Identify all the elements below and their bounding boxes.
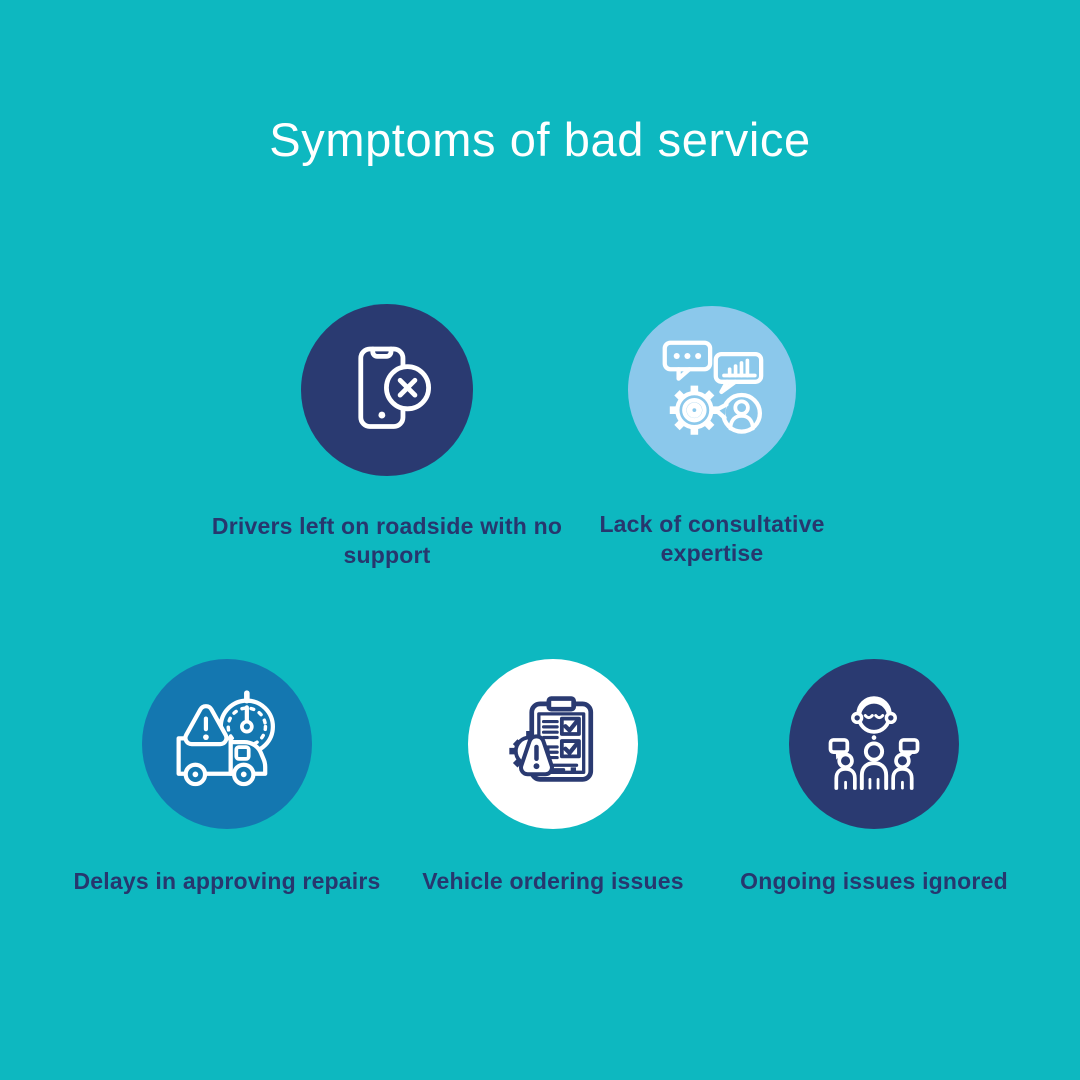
symptom-label: Vehicle ordering issues xyxy=(422,868,684,894)
icon-circle xyxy=(789,659,959,829)
symptom-item-issues-ignored: Ongoing issues ignored xyxy=(694,659,1054,896)
repair-delay-truck-icon xyxy=(176,690,275,787)
icon-circle xyxy=(628,306,796,474)
symptom-label: Ongoing issues ignored xyxy=(740,868,1008,894)
symptom-item-no-support: Drivers left on roadside with no support xyxy=(202,304,572,571)
vehicle-ordering-issues-icon xyxy=(509,696,594,782)
icon-circle xyxy=(142,659,312,829)
symptom-label: Delays in approving repairs xyxy=(73,868,381,894)
symptom-item-repair-delays: Delays in approving repairs xyxy=(47,659,407,896)
symptom-item-ordering-issues: Vehicle ordering issues xyxy=(373,659,733,896)
phone-no-support-icon xyxy=(358,346,432,429)
page-title: Symptoms of bad service xyxy=(269,113,811,166)
symptom-label: Drivers left on roadside with no support xyxy=(211,513,563,569)
symptom-label: Lack of consultative expertise xyxy=(599,511,825,567)
consultative-expertise-icon xyxy=(662,340,764,435)
issues-ignored-icon xyxy=(828,696,920,791)
icon-circle xyxy=(301,304,473,476)
icon-circle xyxy=(468,659,638,829)
symptom-item-consultative: Lack of consultative expertise xyxy=(572,306,852,569)
